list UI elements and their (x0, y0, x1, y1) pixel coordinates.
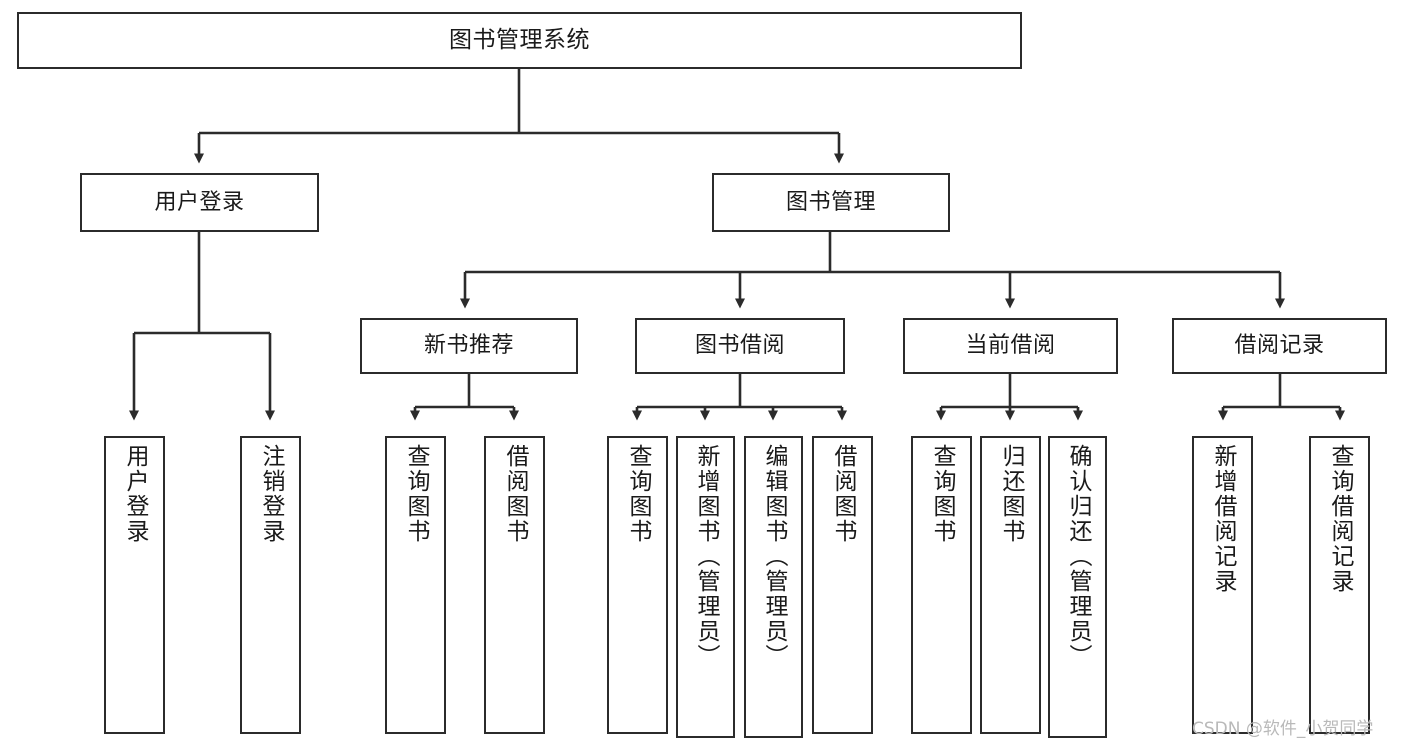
node-label: 当前借阅 (965, 333, 1056, 359)
node-root-book-management-system[interactable]: 图书管理系统 (17, 12, 1022, 69)
node-label: 新增图书（管理员） (693, 444, 719, 669)
node-label: 查询图书 (625, 444, 651, 544)
node-label: 查询图书 (403, 444, 429, 544)
leaf-user-login-login[interactable]: 用户登录 (104, 436, 165, 734)
node-label: 查询借阅记录 (1327, 444, 1353, 594)
leaf-current-borrow-query-book[interactable]: 查询图书 (911, 436, 972, 734)
node-user-login[interactable]: 用户登录 (80, 173, 319, 232)
node-new-book-recommend[interactable]: 新书推荐 (360, 318, 578, 374)
leaf-borrow-record-add-record[interactable]: 新增借阅记录 (1192, 436, 1253, 734)
leaf-book-borrow-edit-book-admin[interactable]: 编辑图书（管理员） (744, 436, 803, 738)
node-label: 新书推荐 (423, 333, 514, 359)
node-label: 图书管理 (785, 189, 876, 215)
leaf-borrow-record-query-record[interactable]: 查询借阅记录 (1309, 436, 1370, 734)
leaf-current-borrow-confirm-return-admin[interactable]: 确认归还（管理员） (1048, 436, 1107, 738)
node-label: 归还图书 (998, 444, 1024, 544)
node-label: 借阅图书 (830, 444, 856, 544)
csdn-watermark: CSDN @软件_小贺同学 (1192, 719, 1374, 739)
node-book-borrow[interactable]: 图书借阅 (635, 318, 845, 374)
node-label: 注销登录 (258, 444, 284, 544)
leaf-book-borrow-add-book-admin[interactable]: 新增图书（管理员） (676, 436, 735, 738)
leaf-user-login-logout[interactable]: 注销登录 (240, 436, 301, 734)
node-book-management[interactable]: 图书管理 (712, 173, 950, 232)
node-label: 新增借阅记录 (1210, 444, 1236, 594)
node-label: 借阅图书 (502, 444, 528, 544)
node-label: 用户登录 (122, 444, 148, 544)
leaf-current-borrow-return-book[interactable]: 归还图书 (980, 436, 1041, 734)
node-label: 图书管理系统 (449, 26, 590, 53)
node-label: 编辑图书（管理员） (761, 444, 787, 669)
node-borrow-record[interactable]: 借阅记录 (1172, 318, 1387, 374)
leaf-new-book-query-book[interactable]: 查询图书 (385, 436, 446, 734)
node-label: 查询图书 (929, 444, 955, 544)
leaf-book-borrow-borrow-book[interactable]: 借阅图书 (812, 436, 873, 734)
node-label: 借阅记录 (1234, 333, 1325, 359)
leaf-new-book-borrow-book[interactable]: 借阅图书 (484, 436, 545, 734)
node-label: 用户登录 (154, 189, 245, 215)
node-label: 确认归还（管理员） (1065, 444, 1091, 669)
node-current-borrow[interactable]: 当前借阅 (903, 318, 1118, 374)
node-label: 图书借阅 (694, 333, 785, 359)
leaf-book-borrow-query-book[interactable]: 查询图书 (607, 436, 668, 734)
